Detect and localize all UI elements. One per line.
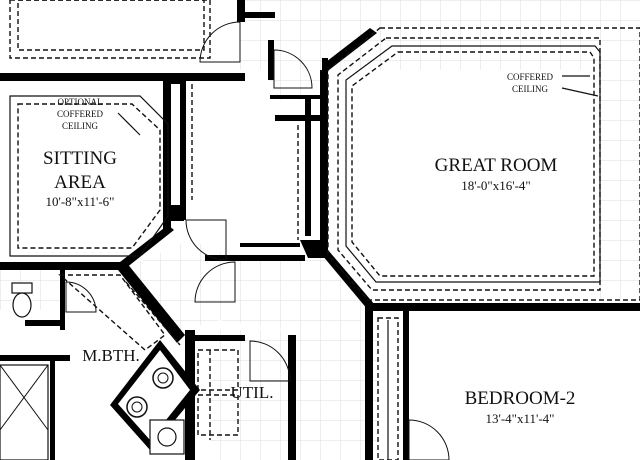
master-bath-name: M.BTH. [82,346,140,365]
great-room-name: GREAT ROOM [435,155,558,176]
wall-bath-lower [0,355,70,361]
utility-name: UTIL. [231,383,274,402]
shower-icon [0,364,49,460]
wall-top-divider [237,0,245,22]
wall-util-top [185,335,245,341]
wall-util-right [288,335,296,460]
sink-icon [149,419,185,455]
wall-bedroom-left2 [403,310,409,460]
optional-coffered-note-line1: OPTIONAL [58,97,103,107]
wall-closet-bottom [205,255,305,261]
door-util [249,340,291,382]
upper-right-floor [600,0,640,300]
wall-closet-top [170,80,182,84]
wall-bath-shower [50,360,55,460]
wall-great-topleft [322,28,377,70]
bath-vanity [58,274,166,351]
optional-coffered-leader [117,112,141,136]
wall-bath-diagonal [118,262,185,343]
door-bath-wc [65,281,97,313]
util-washer [197,349,239,391]
optional-coffered-note-line3: CEILING [62,121,98,131]
wall-great-left [322,58,328,258]
wall-sitting-right [163,80,171,230]
great-room-outline-outer [327,27,640,301]
coffered-note-line1: COFFERED [507,72,554,82]
door-top-left [199,21,241,63]
util-dryer [197,394,239,436]
sitting-area-outline [17,103,161,249]
top-left-room-dashed [9,0,211,59]
wall-bath-inner [25,320,65,326]
wall-closet-bottom2 [240,243,300,247]
wall-bedroom-top [365,303,640,311]
wall-center-diagonal [300,240,322,258]
optional-coffered-note-line2: COFFERED [57,109,104,119]
stove-burner-icon [110,340,200,450]
sitting-area-name-line2: AREA [54,172,106,193]
door-entry [273,49,313,89]
wall-left-ext [0,262,125,270]
wall-entry-left [268,40,274,80]
wall-bath-top [60,270,65,330]
wall-bedroom-left [365,310,373,460]
great-room-size: 18'-0"x16'-4" [461,178,530,193]
bedroom2-name: BEDROOM-2 [465,388,576,409]
wall-top-small [245,12,275,18]
top-left-room-inner [17,0,205,51]
wall-closet-inner [305,96,311,236]
great-room-coffer [345,45,601,283]
wall-entry-top [275,115,325,121]
wall-closet-left [180,80,186,220]
toilet-icon [11,282,33,318]
bedroom-closet-dashed [377,317,399,460]
wall-closet-corner [168,205,184,221]
sitting-area-name-line1: SITTING [43,148,117,169]
wall-great-bottomleft [322,250,375,310]
great-room-coffer-inner [351,51,595,277]
coffered-leader [561,87,599,97]
sitting-area-outer [9,95,169,257]
great-room-outline [337,37,601,291]
door-center-hall [194,261,236,303]
coffered-note-line2: CEILING [512,84,548,94]
sitting-area-size: 10'-8"x11'-6" [46,194,115,209]
wall-top-left [0,73,245,81]
wall-entry-mid [270,95,326,99]
door-sitting-to-closet [185,219,227,261]
bedroom2-size: 13'-4"x11'-4" [486,411,555,426]
bath-counter-line [125,281,181,346]
